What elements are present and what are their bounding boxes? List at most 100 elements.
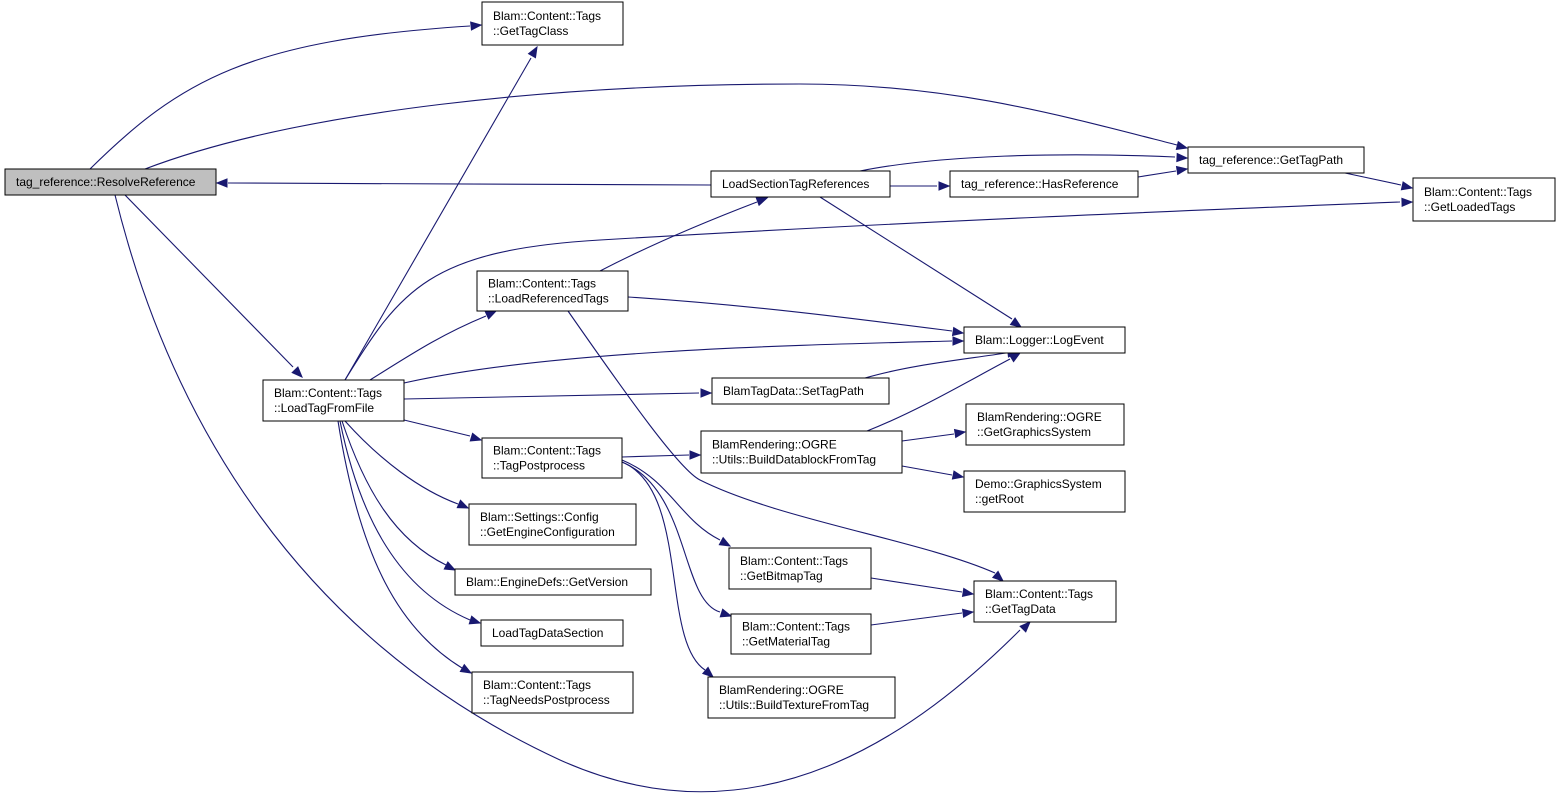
- node-box: [481, 1, 624, 46]
- edge-arrowhead: [484, 310, 498, 320]
- edge-line: [344, 420, 459, 505]
- edge-line: [339, 420, 471, 621]
- node-load-tag-data-section[interactable]: LoadTagDataSection: [480, 619, 624, 647]
- node-label-line: ::Utils::BuildTextureFromTag: [719, 698, 869, 712]
- edge-has-reference-to-get-tag-path: [1137, 165, 1189, 178]
- edge-line: [124, 194, 294, 368]
- node-get-tag-class[interactable]: Blam::Content::Tags::GetTagClass: [481, 1, 624, 46]
- edge-resolve-reference-to-get-tag-class: [89, 21, 483, 170]
- node-tag-postprocess[interactable]: Blam::Content::Tags::TagPostprocess: [481, 437, 623, 479]
- edge-load-referenced-tags-to-get-tag-data: [567, 310, 1005, 582]
- node-box: [471, 671, 634, 714]
- edge-arrowhead: [701, 666, 715, 678]
- edge-line: [621, 461, 721, 613]
- edge-tag-postprocess-to-build-datablock-from-tag: [621, 450, 702, 460]
- node-box: [728, 547, 872, 590]
- edge-load-tag-from-file-to-get-version: [341, 420, 457, 571]
- edge-load-referenced-tags-to-log-event: [627, 296, 965, 337]
- node-box: [4, 168, 217, 196]
- node-label-line: Blam::Content::Tags: [488, 277, 596, 291]
- edge-line: [403, 340, 953, 384]
- node-set-tag-path[interactable]: BlamTagData::SetTagPath: [711, 377, 890, 405]
- node-label-line: BlamRendering::OGRE: [977, 410, 1102, 424]
- edge-arrowhead: [468, 615, 482, 625]
- edge-line: [344, 201, 1401, 381]
- edge-line: [621, 454, 690, 458]
- node-box: [973, 580, 1117, 623]
- edge-tag-postprocess-to-build-texture-from-tag: [621, 461, 715, 678]
- node-log-event[interactable]: Blam::Logger::LogEvent: [963, 326, 1126, 354]
- node-resolve-reference[interactable]: tag_reference::ResolveReference: [4, 168, 217, 196]
- node-get-graphics-system[interactable]: BlamRendering::OGRE::GetGraphicsSystem: [965, 403, 1125, 446]
- edge-resolve-reference-to-load-tag-from-file: [124, 194, 303, 378]
- edge-line: [1344, 172, 1402, 186]
- node-box: [1187, 146, 1365, 174]
- node-label-line: Blam::Content::Tags: [493, 9, 601, 23]
- node-label-line: ::LoadReferencedTags: [488, 292, 609, 306]
- edge-line: [114, 194, 1021, 793]
- node-box: [262, 379, 405, 422]
- node-label-line: BlamRendering::OGRE: [712, 438, 837, 452]
- edge-line: [901, 465, 953, 476]
- node-box: [963, 326, 1126, 354]
- node-box: [1412, 177, 1556, 222]
- node-label-line: Blam::Content::Tags: [1424, 185, 1532, 199]
- node-label-line: ::GetMaterialTag: [742, 635, 830, 649]
- node-get-version[interactable]: Blam::EngineDefs::GetVersion: [454, 568, 652, 596]
- node-box: [963, 470, 1126, 513]
- node-label-line: tag_reference::GetTagPath: [1199, 153, 1343, 167]
- node-get-material-tag[interactable]: Blam::Content::Tags::GetMaterialTag: [730, 613, 872, 655]
- edge-load-section-tag-references-to-get-tag-path: [859, 152, 1189, 172]
- node-label-line: ::GetTagData: [985, 602, 1056, 616]
- edge-get-bitmap-tag-to-get-tag-data: [870, 577, 975, 598]
- node-load-referenced-tags[interactable]: Blam::Content::Tags::LoadReferencedTags: [476, 270, 629, 312]
- node-box: [949, 170, 1139, 198]
- edge-line: [901, 433, 955, 442]
- node-build-texture-from-tag[interactable]: BlamRendering::OGRE::Utils::BuildTexture…: [707, 676, 896, 719]
- edge-get-tag-path-to-get-loaded-tags: [1344, 172, 1414, 191]
- node-get-bitmap-tag[interactable]: Blam::Content::Tags::GetBitmapTag: [728, 547, 872, 590]
- edge-line: [403, 419, 471, 437]
- edge-line: [859, 154, 1176, 172]
- edge-line: [870, 577, 963, 593]
- edge-load-tag-from-file-to-get-loaded-tags: [344, 197, 1414, 381]
- node-load-tag-from-file[interactable]: Blam::Content::Tags::LoadTagFromFile: [262, 379, 405, 422]
- edge-arrowhead: [961, 608, 975, 619]
- node-label-line: Blam::Settings::Config: [480, 510, 599, 524]
- node-label-line: Blam::Logger::LogEvent: [975, 333, 1104, 347]
- edge-arrowhead: [459, 663, 473, 674]
- node-get-tag-path[interactable]: tag_reference::GetTagPath: [1187, 146, 1365, 174]
- edge-line: [864, 352, 1007, 379]
- node-get-tag-data[interactable]: Blam::Content::Tags::GetTagData: [973, 580, 1117, 623]
- node-tag-needs-postprocess[interactable]: Blam::Content::Tags::TagNeedsPostprocess: [471, 671, 634, 714]
- edge-load-section-tag-references-to-has-reference: [890, 181, 951, 191]
- node-has-reference[interactable]: tag_reference::HasReference: [949, 170, 1139, 198]
- node-label-line: BlamRendering::OGRE: [719, 683, 844, 697]
- node-build-datablock-from-tag[interactable]: BlamRendering::OGRE::Utils::BuildDatablo…: [700, 430, 903, 474]
- node-get-engine-configuration[interactable]: Blam::Settings::Config::GetEngineConfigu…: [468, 503, 637, 546]
- node-label-line: ::getRoot: [975, 492, 1024, 506]
- edge-resolve-reference-to-get-tag-path: [144, 83, 1189, 170]
- node-box: [710, 170, 891, 198]
- node-label-line: ::TagPostprocess: [493, 459, 585, 473]
- edge-arrowhead: [700, 388, 713, 398]
- edge-arrowhead: [1401, 197, 1414, 208]
- node-get-loaded-tags[interactable]: Blam::Content::Tags::GetLoadedTags: [1412, 177, 1556, 222]
- edge-line: [621, 459, 721, 541]
- edge-arrowhead: [951, 326, 965, 337]
- edge-arrowhead: [952, 336, 965, 346]
- node-box: [965, 403, 1125, 446]
- node-box: [707, 676, 896, 719]
- edge-build-datablock-from-tag-to-get-graphics-system: [901, 428, 967, 442]
- node-load-section-tag-references[interactable]: LoadSectionTagReferences: [710, 170, 891, 198]
- edge-line: [227, 182, 712, 186]
- node-box: [468, 503, 637, 546]
- edge-arrowhead: [961, 587, 975, 598]
- node-get-root[interactable]: Demo::GraphicsSystem::getRoot: [963, 470, 1126, 513]
- node-label-line: LoadSectionTagReferences: [722, 177, 869, 191]
- node-label-line: Blam::Content::Tags: [493, 444, 601, 458]
- edge-line: [621, 461, 706, 671]
- edge-line: [567, 310, 996, 574]
- edge-line: [337, 420, 463, 669]
